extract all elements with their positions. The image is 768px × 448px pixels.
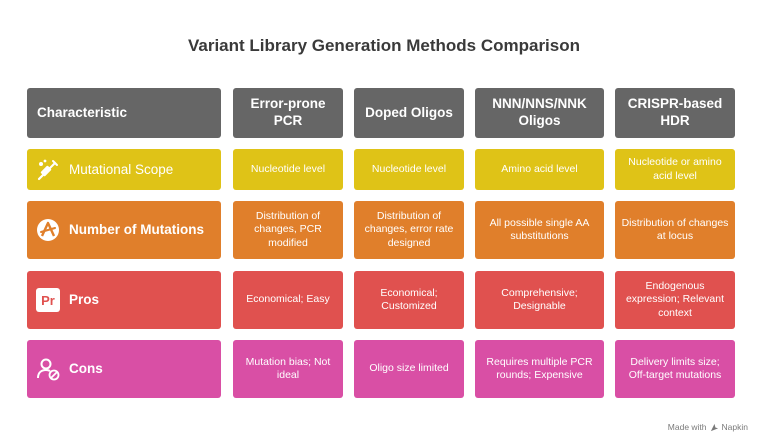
cell-text: Distribution of changes, error rate desi… bbox=[364, 209, 454, 249]
napkin-logo-icon bbox=[710, 423, 718, 431]
cell-scope-crispr-hdr: Nucleotide or amino acid level bbox=[615, 149, 735, 190]
user-blocked-icon bbox=[35, 356, 61, 382]
cell-text: Distribution of changes, PCR modified bbox=[254, 209, 322, 249]
cell-count-error-prone-pcr: Distribution of changes, PCR modified bbox=[233, 201, 343, 259]
cell-pros-crispr-hdr: Endogenous expression; Relevant context bbox=[615, 271, 735, 329]
cell-cons-doped-oligos: Oligo size limited bbox=[354, 340, 464, 398]
mutation-letter-icon bbox=[35, 217, 61, 243]
header-nnn-oligos: NNN/NNS/NNK Oligos bbox=[475, 88, 604, 138]
cell-text: Nucleotide level bbox=[371, 162, 447, 175]
made-with-footer: Made with Napkin bbox=[668, 422, 748, 432]
row-label-pros: Pr Pros bbox=[27, 271, 221, 329]
cell-cons-nnn-oligos: Requires multiple PCR rounds; Expensive bbox=[475, 340, 604, 398]
row-label: Cons bbox=[69, 361, 103, 377]
header-label: Error-prone PCR bbox=[250, 96, 326, 128]
cell-pros-nnn-oligos: Comprehensive; Designable bbox=[475, 271, 604, 329]
row-label-mutational-scope: Mutational Scope bbox=[27, 149, 221, 190]
cell-text: Economical; Easy bbox=[246, 293, 330, 306]
header-characteristic: Characteristic bbox=[27, 88, 221, 138]
cell-scope-error-prone-pcr: Nucleotide level bbox=[233, 149, 343, 190]
cell-count-doped-oligos: Distribution of changes, error rate desi… bbox=[354, 201, 464, 259]
cell-text: Delivery limits size; Off-target mutatio… bbox=[628, 355, 722, 381]
cell-text: Oligo size limited bbox=[369, 362, 449, 375]
row-label: Number of Mutations bbox=[69, 222, 204, 238]
cell-count-nnn-oligos: All possible single AA substitutions bbox=[475, 201, 604, 259]
napkin-brand-label: Napkin bbox=[721, 422, 748, 432]
cell-cons-error-prone-pcr: Mutation bias; Not ideal bbox=[233, 340, 343, 398]
row-label: Pros bbox=[69, 292, 100, 308]
cell-pros-error-prone-pcr: Economical; Easy bbox=[233, 271, 343, 329]
header-characteristic-label: Characteristic bbox=[37, 104, 128, 120]
cell-text: Amino acid level bbox=[501, 162, 578, 175]
header-label: CRISPR-based HDR bbox=[627, 96, 723, 128]
cell-pros-doped-oligos: Economical; Customized bbox=[354, 271, 464, 329]
svg-text:Pr: Pr bbox=[41, 293, 55, 308]
pr-badge-icon: Pr bbox=[35, 287, 61, 313]
header-crispr-hdr: CRISPR-based HDR bbox=[615, 88, 735, 138]
cell-scope-doped-oligos: Nucleotide level bbox=[354, 149, 464, 190]
cell-text: Endogenous expression; Relevant context bbox=[625, 279, 725, 319]
cell-text: Comprehensive; Designable bbox=[501, 286, 578, 312]
cell-text: Nucleotide or amino acid level bbox=[628, 156, 722, 182]
row-label-cons: Cons bbox=[27, 340, 221, 398]
header-label: NNN/NNS/NNK Oligos bbox=[492, 96, 587, 128]
cell-scope-nnn-oligos: Amino acid level bbox=[475, 149, 604, 190]
header-label: Doped Oligos bbox=[365, 104, 453, 120]
cell-text: All possible single AA substitutions bbox=[489, 216, 590, 242]
cell-text: Mutation bias; Not ideal bbox=[245, 355, 331, 381]
made-with-label: Made with bbox=[667, 422, 707, 432]
header-doped-oligos: Doped Oligos bbox=[354, 88, 464, 138]
header-error-prone-pcr: Error-prone PCR bbox=[233, 88, 343, 138]
row-label-number-of-mutations: Number of Mutations bbox=[27, 201, 221, 259]
cell-text: Nucleotide level bbox=[250, 162, 326, 175]
cell-count-crispr-hdr: Distribution of changes at locus bbox=[615, 201, 735, 259]
row-label: Mutational Scope bbox=[69, 161, 174, 177]
cell-cons-crispr-hdr: Delivery limits size; Off-target mutatio… bbox=[615, 340, 735, 398]
cell-text: Requires multiple PCR rounds; Expensive bbox=[486, 355, 593, 381]
page-title: Variant Library Generation Methods Compa… bbox=[187, 36, 581, 55]
cell-text: Economical; Customized bbox=[380, 286, 438, 312]
dna-syringe-icon bbox=[35, 157, 61, 183]
cell-text: Distribution of changes at locus bbox=[621, 216, 729, 242]
